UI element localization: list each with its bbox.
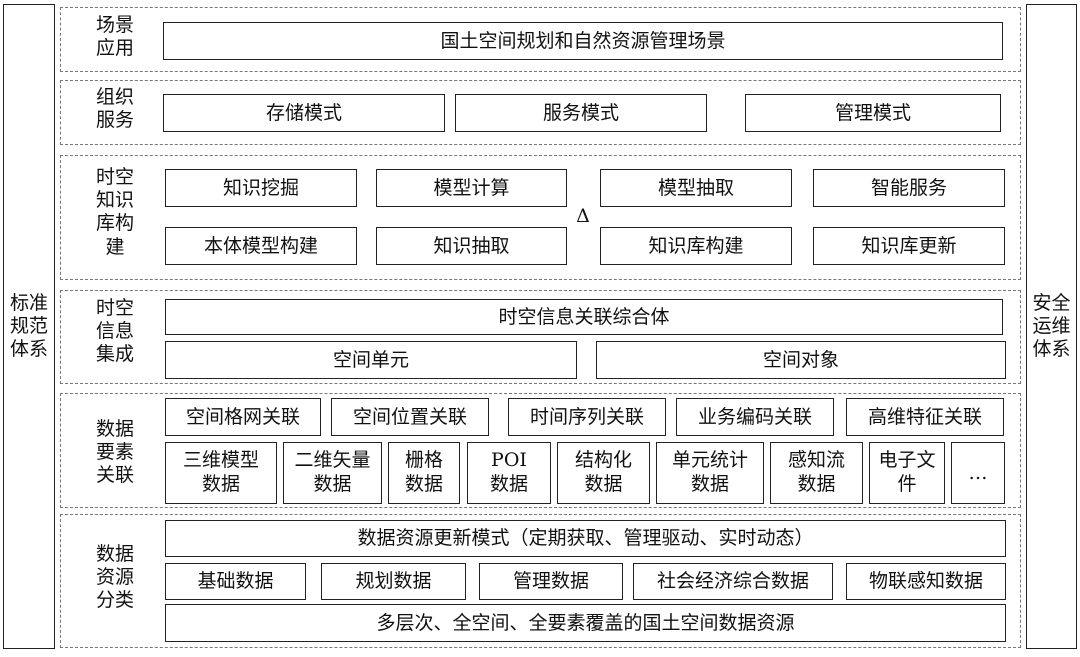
spatiotemporal-complex-box: 时空信息关联综合体 [165,299,1003,335]
org-label-line: 服务 [95,109,134,132]
box-line: 数据 [201,473,240,495]
standards-system-label: 标准 规范 体系 [10,292,48,360]
box-line: 单元统计 [671,449,748,472]
resources-layer-label: 数据 资源 分类 [93,543,137,613]
integration-label-line: 信息 [95,320,134,343]
planning-data-box: 规划数据 [321,563,466,600]
data-resource-classification-layer [60,514,1021,648]
kb-label-line: 知识 [95,189,134,212]
basic-data-box: 基础数据 [165,563,306,600]
security-ops-system-panel: 安全 运维 体系 [1026,4,1077,649]
security-line-2: 运维 [1032,315,1071,338]
box-line: 数据 [404,473,443,495]
association-label-line: 要素 [95,441,134,464]
box-line: 件 [897,473,917,495]
scene-application-layer [60,7,1021,72]
box-line: 二维矢量 [294,449,371,472]
knowledge-extraction-box: 知识抽取 [376,227,567,265]
unit-statistics-data-box: 单元统计数据 [656,442,764,504]
scene-label-line: 应用 [95,37,134,60]
org-layer-label: 组织 服务 [93,86,137,132]
model-computation-box: 模型计算 [376,169,567,207]
structured-data-box: 结构化数据 [557,442,650,504]
territorial-data-resources-box: 多层次、全空间、全要素覆盖的国土空间数据资源 [165,604,1006,642]
knowledge-mining-box: 知识挖掘 [165,169,357,207]
socioeconomic-data-box: 社会经济综合数据 [633,563,833,600]
resource-update-mode-box: 数据资源更新模式（定期获取、管理驱动、实时动态） [165,520,1006,557]
location-association-box: 空间位置关联 [331,398,489,436]
service-mode-box: 服务模式 [455,94,707,132]
intelligent-service-box: 智能服务 [813,169,1005,207]
box-line: 数据 [584,473,623,495]
resources-label-line: 分类 [95,589,134,612]
ellipsis: … [968,461,988,484]
resources-label-line: 数据 [95,543,134,565]
knowledge-base-layer [60,155,1021,280]
standards-line-3: 体系 [9,337,48,360]
ontology-model-box: 本体模型构建 [165,227,357,265]
organization-service-layer [60,80,1021,145]
knowledge-base-update-box: 知识库更新 [813,227,1005,265]
more-data-box: … [951,442,1005,504]
knowledge-base-construction-box: 知识库构建 [600,227,792,265]
box-line: 感知流 [787,449,845,472]
sensing-stream-data-box: 感知流数据 [770,442,863,504]
spatial-object-box: 空间对象 [596,341,1006,379]
kb-label-line: 库构 [95,212,134,235]
box-line: 数据 [690,473,729,495]
2d-vector-data-box: 二维矢量数据 [283,442,382,504]
kb-label-line: 时空 [95,166,134,188]
high-dim-feature-association-box: 高维特征关联 [846,398,1004,436]
grid-association-box: 空间格网关联 [165,398,321,436]
management-data-box: 管理数据 [479,563,623,600]
box-line: POI [491,449,527,472]
3d-model-data-box: 三维模型数据 [165,442,277,504]
box-line: 三维模型 [182,449,259,472]
kb-layer-label: 时空 知识 库构 建 [93,166,137,259]
integration-label-line: 时空 [95,297,134,319]
association-label-line: 关联 [95,464,134,487]
kb-label-line: 建 [105,235,125,258]
org-label-line: 组织 [95,86,134,108]
association-layer-label: 数据 要素 关联 [93,418,137,488]
cycle-triangle-symbol: Δ [576,205,590,227]
box-line: 电子文 [878,449,936,472]
integration-layer-label: 时空 信息 集成 [93,297,137,367]
scene-layer-label: 场景 应用 [93,14,137,60]
spatial-unit-box: 空间单元 [165,341,577,379]
electronic-file-box: 电子文件 [869,442,945,504]
box-line: 栅格 [404,449,443,472]
security-ops-system-label: 安全 运维 体系 [1032,292,1070,360]
model-extraction-box: 模型抽取 [600,169,792,207]
box-line: 数据 [313,473,352,495]
box-line: 数据 [489,473,528,495]
data-element-association-layer [60,393,1021,508]
security-line-1: 安全 [1032,292,1071,315]
box-line: 数据 [797,473,836,495]
standards-line-2: 规范 [9,315,48,338]
standards-system-panel: 标准 规范 体系 [3,4,55,649]
management-mode-box: 管理模式 [745,94,1001,132]
storage-mode-box: 存储模式 [163,94,445,132]
integration-label-line: 集成 [95,343,134,366]
standards-line-1: 标准 [9,292,48,315]
association-label-line: 数据 [95,418,134,440]
information-integration-layer [60,290,1021,384]
resources-label-line: 资源 [95,566,134,589]
time-series-association-box: 时间序列关联 [508,398,666,436]
business-code-association-box: 业务编码关联 [676,398,834,436]
box-line: 结构化 [574,449,632,472]
scene-label-line: 场景 [95,14,134,36]
security-line-3: 体系 [1032,337,1071,360]
iot-sensing-data-box: 物联感知数据 [846,563,1006,600]
scene-main-box: 国土空间规划和自然资源管理场景 [163,22,1003,60]
raster-data-box: 栅格数据 [388,442,460,504]
